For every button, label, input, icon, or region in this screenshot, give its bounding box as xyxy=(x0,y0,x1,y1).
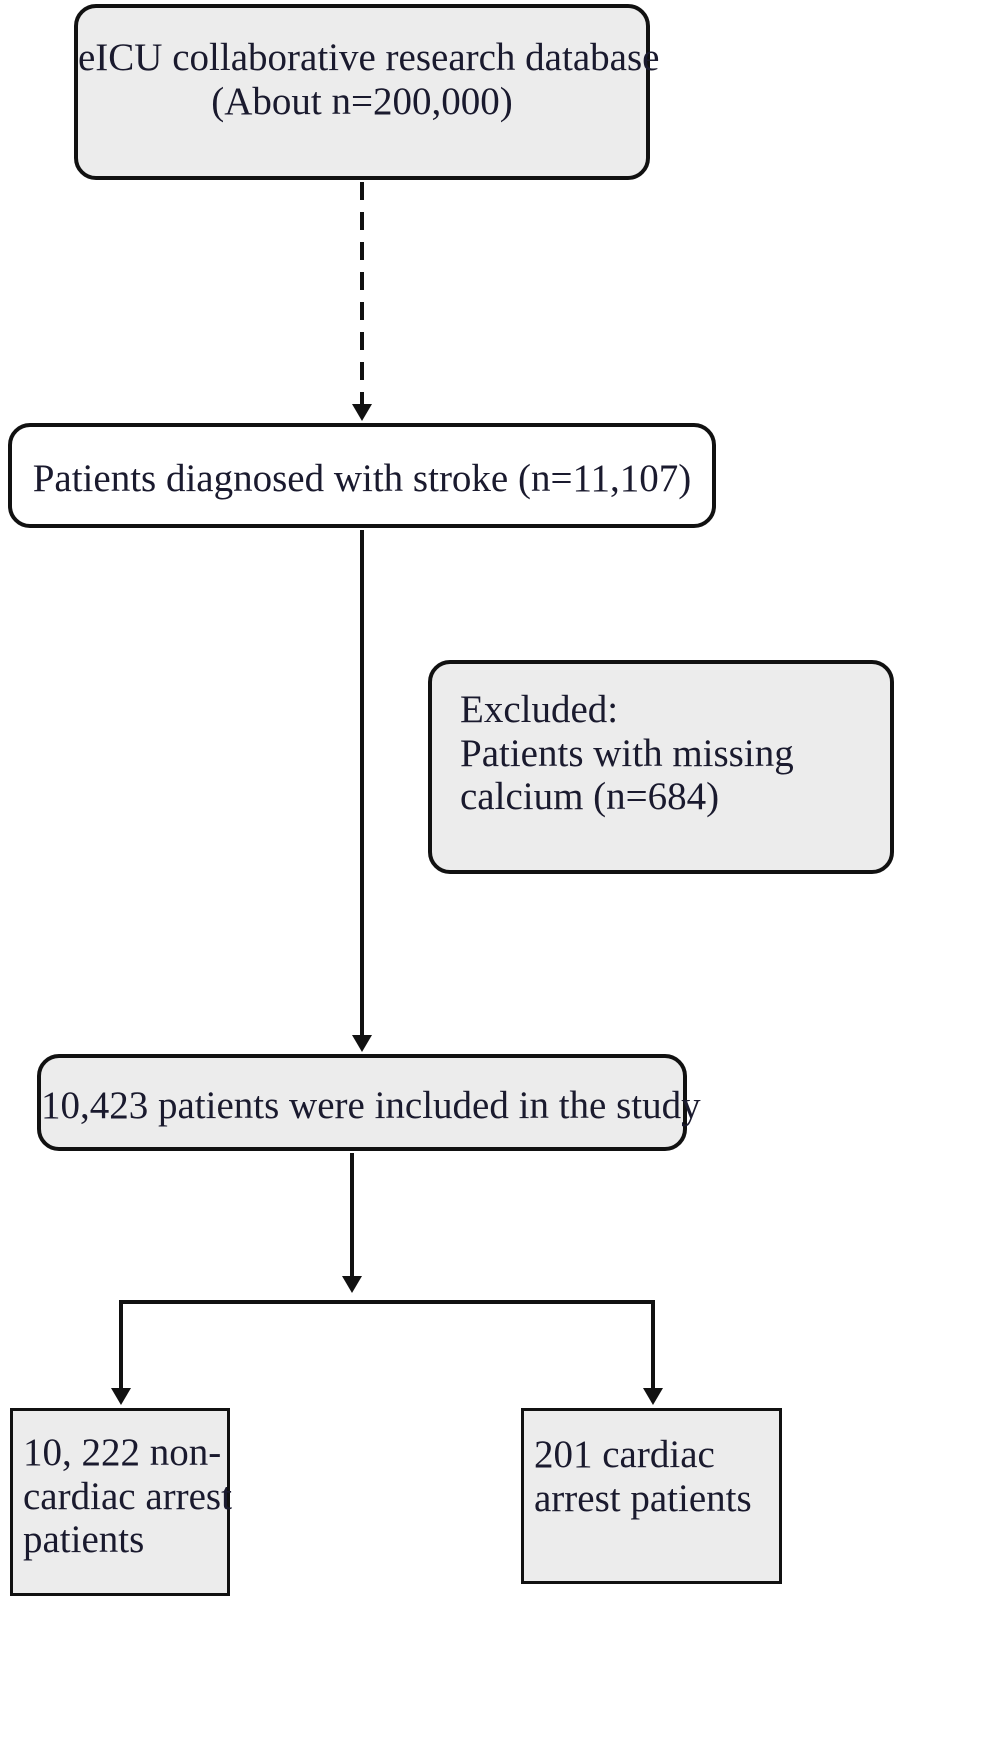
non-cardiac-arrest-line-2: cardiac arrest xyxy=(23,1474,232,1518)
stroke-patients-line-1: Patients diagnosed with stroke (n=11,107… xyxy=(32,457,692,500)
non-cardiac-arrest-box: 10, 222 non- cardiac arrest patients xyxy=(10,1408,232,1596)
source-database-line-2: (About n=200,000) xyxy=(211,79,513,123)
excluded-box: Excluded: Patients with missing calcium … xyxy=(428,660,894,874)
non-cardiac-arrest-line-3: patients xyxy=(23,1518,145,1562)
arrowhead-stroke-to-included xyxy=(352,1035,372,1052)
cardiac-arrest-box: 201 cardiac arrest patients xyxy=(521,1408,782,1584)
non-cardiac-arrest-line-1: 10, 222 non- xyxy=(23,1431,222,1474)
arrowhead-split-to-noncardiac xyxy=(111,1388,131,1405)
included-patients-line-1: 10,423 patients were included in the stu… xyxy=(41,1084,701,1127)
arrowhead-included-to-split xyxy=(342,1276,362,1293)
excluded-line-1: Excluded: xyxy=(460,688,619,731)
source-database-box: eICU collaborative research database (Ab… xyxy=(74,4,660,180)
arrowhead-source-to-stroke xyxy=(352,404,372,421)
included-patients-box: 10,423 patients were included in the stu… xyxy=(37,1054,701,1151)
excluded-line-2: Patients with missing xyxy=(460,731,794,775)
stroke-patients-box: Patients diagnosed with stroke (n=11,107… xyxy=(8,423,716,528)
cardiac-arrest-line-2: arrest patients xyxy=(534,1476,752,1520)
arrowhead-split-to-cardiac xyxy=(643,1388,663,1405)
cardiac-arrest-line-1: 201 cardiac xyxy=(534,1433,715,1476)
source-database-line-1: eICU collaborative research database xyxy=(78,36,660,79)
excluded-line-3: calcium (n=684) xyxy=(460,775,720,819)
